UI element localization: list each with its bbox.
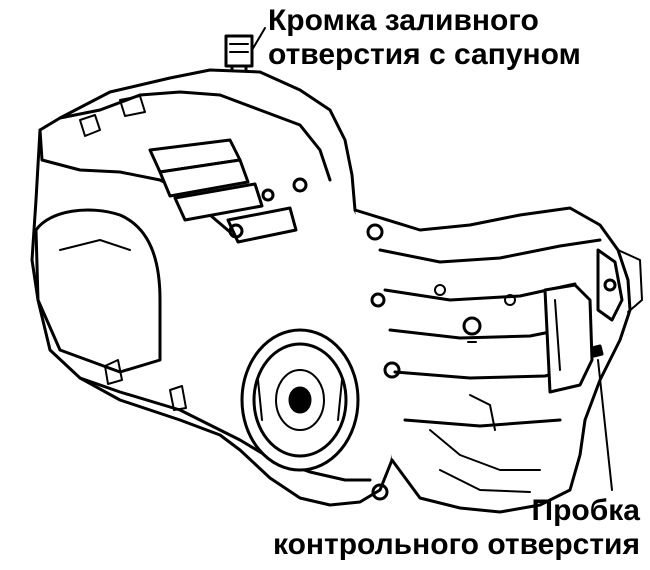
transmission-extension [353,206,643,514]
check-plug-label-line2: контрольного отверстия [272,528,640,561]
check-plug-marker [590,344,613,491]
check-plug-label: Пробка контрольного отверстия [273,494,640,562]
breather-label: Кромка заливного отверстия с сапуном [268,4,581,72]
check-plug-leader-line [597,359,613,491]
check-plug-label-line1: Пробка [531,494,640,527]
breather-label-line1: Кромка заливного [268,4,539,37]
torque-converter [240,328,360,472]
breather-label-line2: отверстия с сапуном [268,38,581,71]
breather-callout-line [251,27,266,51]
